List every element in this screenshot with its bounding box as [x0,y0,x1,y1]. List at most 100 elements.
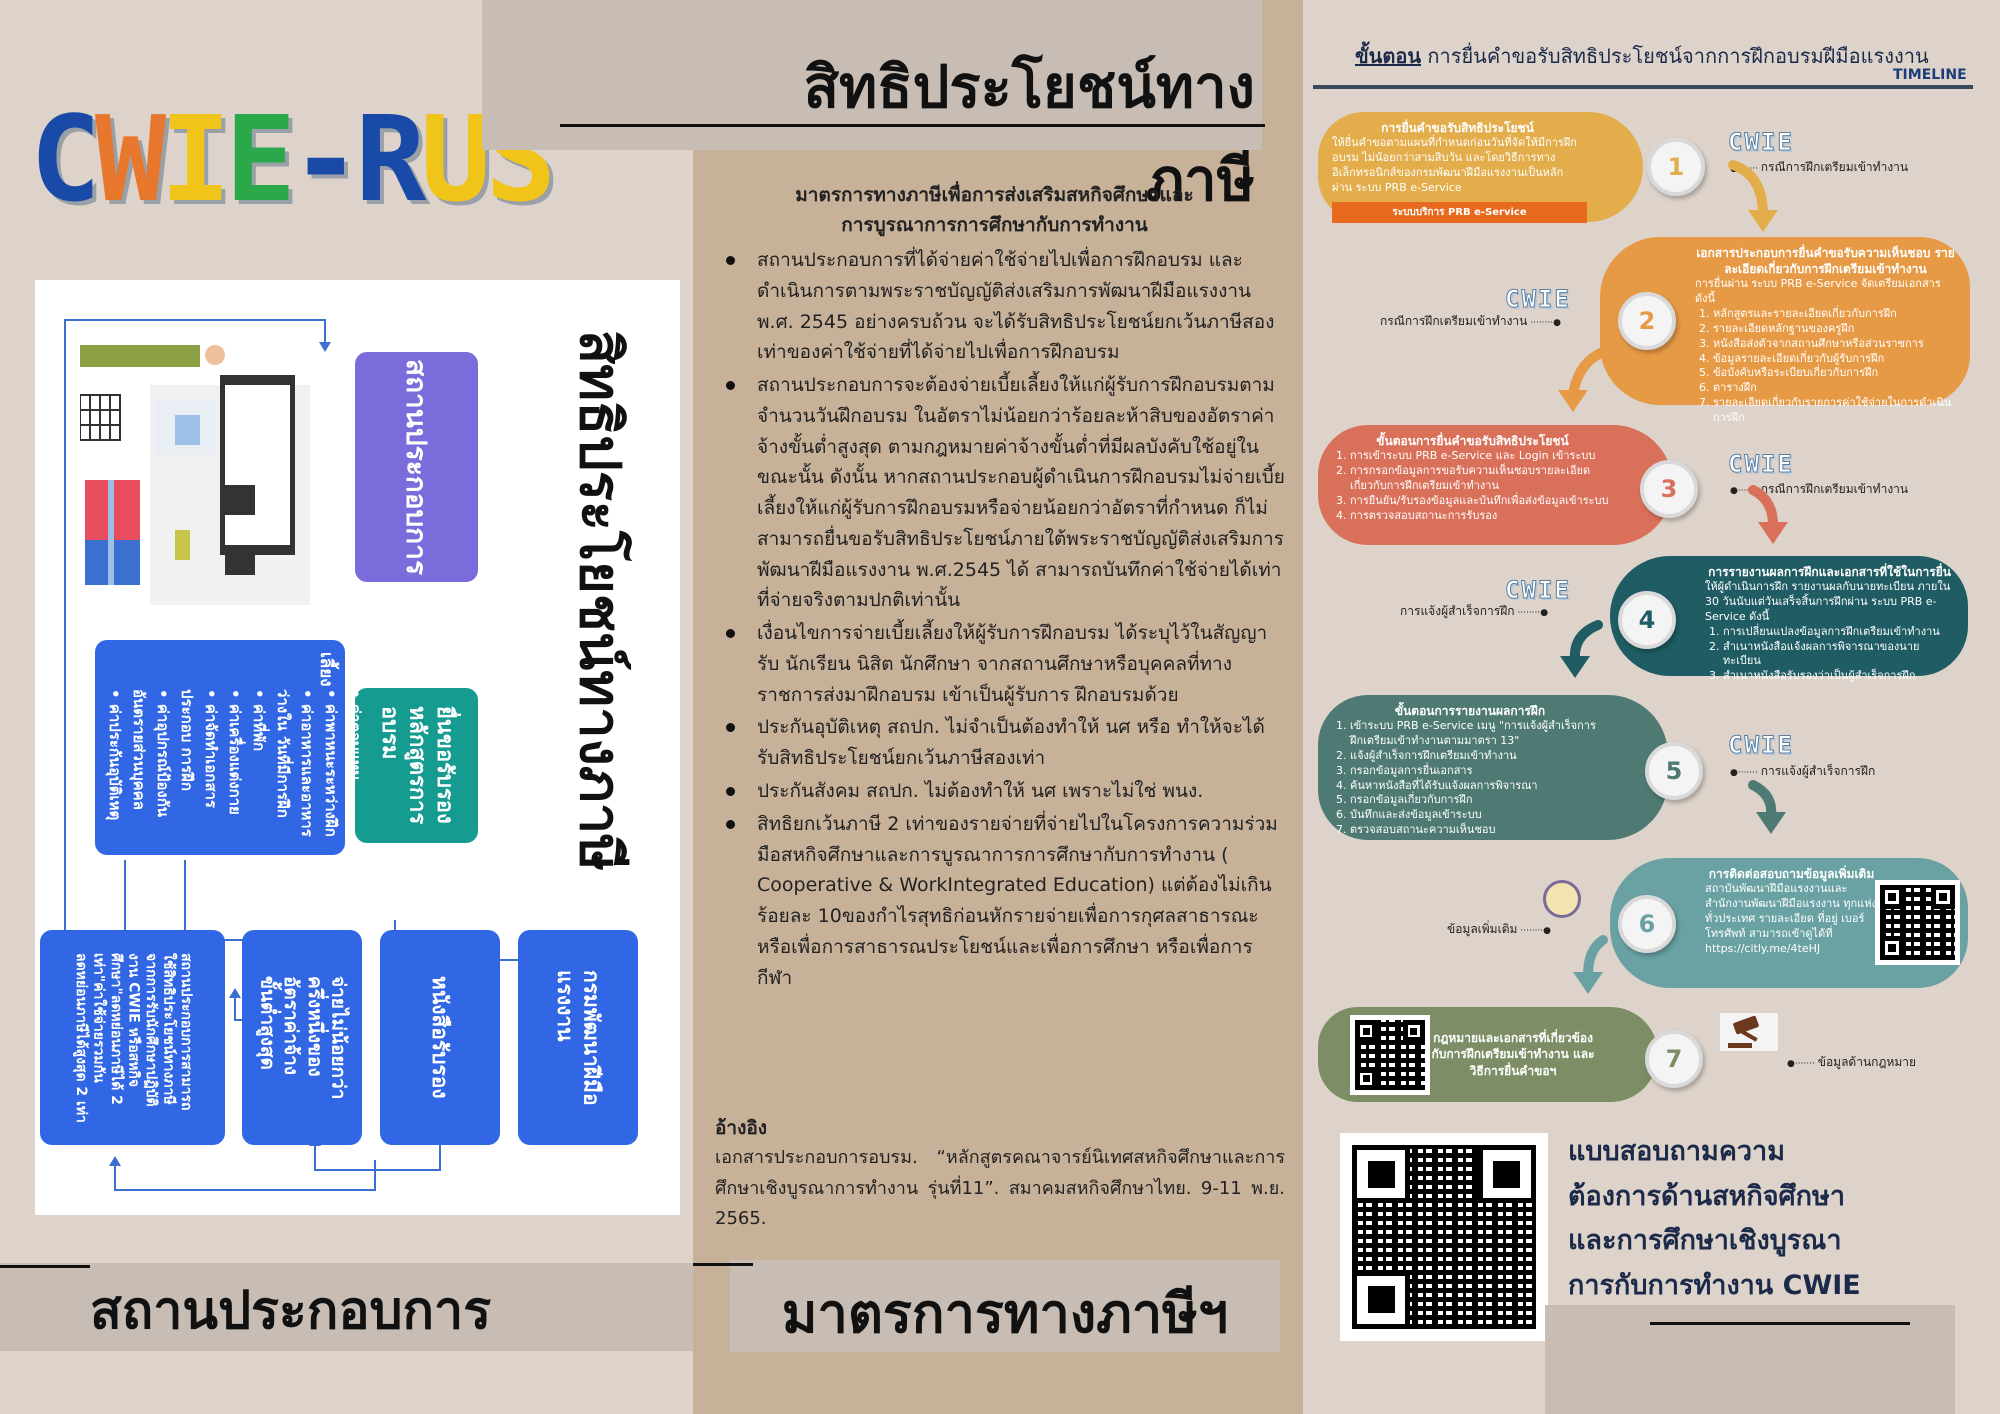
step-item: เข้าระบบ PRB e-Service เมนู "การแจ้งผู้ส… [1350,719,1608,749]
step-item: ข้อมูลรายละเอียดเกี่ยวกับผู้รับการฝึก [1713,352,1956,367]
cwie-mini-logo: CWIE [1728,731,1794,760]
expense-item: ค่าจัดทำเอกสารประกอบ การฝึก [175,689,223,844]
step-side-label: ●······· กรณีการฝึกเตรียมเข้าทำงาน [1730,482,1909,496]
expenses-title: เบี้ยเลี้ยง [316,652,363,687]
logo-letter: - [290,90,361,228]
step-item: ตารางฝึก [1713,381,1956,396]
min-wage-label: จ่ายไม่น้อยกว่า ครึ่งหนึ่งของ อัตราค่าจ้… [256,975,350,1100]
tax-deduct-label: สถานประกอบการสามารถ ใช้สิทธิประโยชน์ทางภ… [72,952,194,1123]
cwie-rus-logo: CWIE-RUS [30,100,556,218]
tax-measure-item: ประกันสังคม สถปก. ไม่ต้องทำให้ นศ เพราะไ… [720,776,1285,807]
step-item: การยืนยัน/รับรองข้อมูลและบันทึกเพื่อส่งข… [1350,494,1613,509]
timeline-step-1: การยื่นคำขอรับสิทธิประโยชน์ให้ยื่นคำขอตา… [1318,112,1643,224]
step-body: ให้ยื่นคำขอตามแผนที่กำหนดก่อนวันที่จัดให… [1332,136,1577,194]
dept-skill-box: กรมพัฒนาฝีมือ แรงงาน [518,930,638,1145]
qr-code-survey[interactable] [1340,1133,1548,1341]
middle-panel [693,0,1303,1414]
expense-item: ค่าประกันอุบัติเหตุ [103,689,127,844]
step-title: การยื่นคำขอรับสิทธิประโยชน์ [1381,121,1534,135]
step-item: รายละเอียดหลักฐานของครูฝึก [1713,322,1956,337]
step-side-label: ●······· ข้อมูลด้านกฎหมาย [1787,1055,1917,1069]
tax-measure-item: สถานประกอบการจะต้องจ่ายเบี้ยเลี้ยงให้แก่… [720,370,1285,616]
step-side-text: กรณีการฝึกเตรียมเข้าทำงาน [1760,160,1909,174]
cwie-mini-logo: CWIE [1505,576,1571,605]
qr-code-law[interactable] [1350,1015,1430,1095]
step-item: สำเนาหนังสือแจ้งผลการพิจารณาของนายทะเบีย… [1723,640,1954,670]
allowance-expenses-box: เบี้ยเลี้ยง ค่าตอบแทนค่าพาหนะระหว่างฝึกค… [95,640,364,855]
step-item: หลักสูตรและรายละเอียดเกี่ยวกับการฝึก [1713,307,1956,322]
step-body: การยื่นผ่าน ระบบ PRB e-Service จัดเตรียม… [1695,277,1941,306]
timeline-step-3: ขั้นตอนการยื่นคำขอรับสิทธิประโยชน์การเข้… [1318,425,1673,545]
step-title: กฎหมายและเอกสารที่เกี่ยวข้อง กับการฝึกเต… [1431,1031,1595,1078]
step-item: ค้นหาหนังสือที่ได้รับแจ้งผลการพิจารณา [1350,779,1608,794]
middle-title-underline [560,124,1265,127]
step-item: กรอกข้อมูลการยื่นเอกสาร [1350,764,1608,779]
middle-bottom-line [693,1263,753,1266]
expenses-list: ค่าตอบแทนค่าพาหนะระหว่างฝึกค่าอาหารและอา… [103,689,367,844]
expense-item: ค่าอาหารและอาหารว่างใน วันที่มีการฝึก [271,689,319,844]
survey-line: และการศึกษาเชิงบูรณา [1568,1225,1842,1257]
step-side-label: ข้อมูลเพิ่มเติม ········● [1447,922,1552,936]
survey-line: แบบสอบถามความ [1568,1136,1786,1167]
step-item: การกรอกข้อมูลการขอรับความเห็นชอบรายละเอี… [1350,464,1613,494]
survey-underline [1650,1322,1910,1325]
timeline-arrows [1558,160,1788,994]
timeline-heading-rest: การยื่นคำขอรับสิทธิประโยชน์จากการฝึกอบรม… [1421,44,1929,68]
certificate-box: หนังสือรับรอง [380,930,500,1145]
step-title: ขั้นตอนการรายงานผลการฝึก [1394,704,1546,718]
step-side-text: การแจ้งผู้สำเร็จการฝึก [1400,604,1515,618]
expense-item: ค่าตอบแทน [343,689,367,844]
step-item: การตรวจสอบสถานะการรับรอง [1350,509,1613,524]
tax-measure-item: สิทธิยกเว้นภาษี 2 เท่าของรายจ่ายที่จ่ายไ… [720,809,1285,994]
step-side-label: ●······· การแจ้งผู้สำเร็จการฝึก [1730,764,1876,778]
step-item: หนังสือส่งตัวจากสถานศึกษาหรือส่วนราชการ [1713,337,1956,352]
timeline-heading: ขั้นตอน การยื่นคำขอรับสิทธิประโยชน์จากกา… [1355,40,1929,72]
left-bottom-line [0,1265,90,1268]
step-title: เอกสารประกอบการยื่นคำขอรับความเห็นชอบ รา… [1696,246,1955,277]
survey-line: ต้องการด้านสหกิจศึกษา [1568,1180,1845,1212]
tax-measure-heading-line2: การบูรณาการการศึกษากับการทำงาน [841,214,1148,237]
benefit-diagram: สถานประกอบการ ยื่นขอรับรอง หลักสูตรการ อ… [35,280,680,1215]
step-item: สำเนาหนังสือรับรองว่าเป็นผู้สำเร็จการฝึก [1723,669,1954,684]
step-items: การเข้าระบบ PRB e-Service และ Login เข้า… [1332,449,1613,523]
tax-measure-list: สถานประกอบการที่ได้จ่ายค่าใช้จ่ายไปเพื่อ… [720,245,1285,995]
certify-course-label: ยื่นขอรับรอง หลักสูตรการ อบรม [376,706,457,825]
logo-letter: W [95,90,166,228]
left-bottom-title: สถานประกอบการ [90,1281,492,1341]
step-title: ขั้นตอนการยื่นคำขอรับสิทธิประโยชน์ [1376,434,1569,448]
min-wage-box: จ่ายไม่น้อยกว่า ครึ่งหนึ่งของ อัตราค่าจ้… [242,930,362,1145]
step-number-circle: 4 [1618,591,1676,649]
cwie-mini-logo: CWIE [1505,285,1571,314]
certify-course-box: ยื่นขอรับรอง หลักสูตรการ อบรม [355,688,478,843]
step-side-text: ข้อมูลเพิ่มเติม [1447,922,1518,936]
step-side-text: การแจ้งผู้สำเร็จการฝึก [1760,764,1876,778]
reference-text: เอกสารประกอบการอบรม. “หลักสูตรคณาจารย์นิ… [715,1147,1285,1230]
step-number-circle: 5 [1645,742,1703,800]
step-item: การเปลี่ยนแปลงข้อมูลการฝึกเตรียมเข้าทำงา… [1723,625,1954,640]
expense-item: ค่าที่พัก [247,689,271,844]
cwie-mini-logo: CWIE [1728,128,1794,157]
step-item: การเข้าระบบ PRB e-Service และ Login เข้า… [1350,449,1613,464]
expense-item: ค่าอุปกรณ์ป้องกัน อันตรายส่วนบุคคล [127,689,175,844]
step-item: รายละเอียดเกี่ยวกับรายการค่าใช้จ่ายในการ… [1713,396,1956,426]
step-item: กรอกข้อมูลเกี่ยวกับการฝึก [1350,793,1608,808]
logo-letter: R [355,90,426,228]
logo-letter: E [225,90,296,228]
gavel-icon [1720,1013,1778,1051]
step-number-circle: 1 [1647,138,1705,196]
certificate-label: หนังสือรับรอง [428,976,453,1099]
step-side-label: กรณีการฝึกเตรียมเข้าทำงาน ········● [1380,314,1561,328]
tax-measure-heading: มาตรการทางภาษีเพื่อการส่งเสริมสหกิจศึกษา… [712,180,1277,241]
tax-measure-item: สถานประกอบการที่ได้จ่ายค่าใช้จ่ายไปเพื่อ… [720,245,1285,368]
step-item: แจ้งผู้สำเร็จการฝึกเตรียมเข้าทำงาน [1350,749,1608,764]
survey-text: แบบสอบถามความต้องการด้านสหกิจศึกษาและการ… [1568,1130,1861,1308]
timeline-heading-line [1313,85,1973,89]
step-item: ตรวจสอบสถานะความเห็นชอบ [1350,823,1608,838]
logo-letter: C [30,90,101,228]
step-items: การเปลี่ยนแปลงข้อมูลการฝึกเตรียมเข้าทำงา… [1705,625,1954,684]
logo-letter: U [420,90,491,228]
middle-bottom-band [730,1260,1280,1352]
dept-skill-label: กรมพัฒนาฝีมือ แรงงาน [553,969,604,1106]
operator-box-label: สถานประกอบการ [400,358,433,575]
qr-code-contact[interactable] [1875,880,1960,965]
